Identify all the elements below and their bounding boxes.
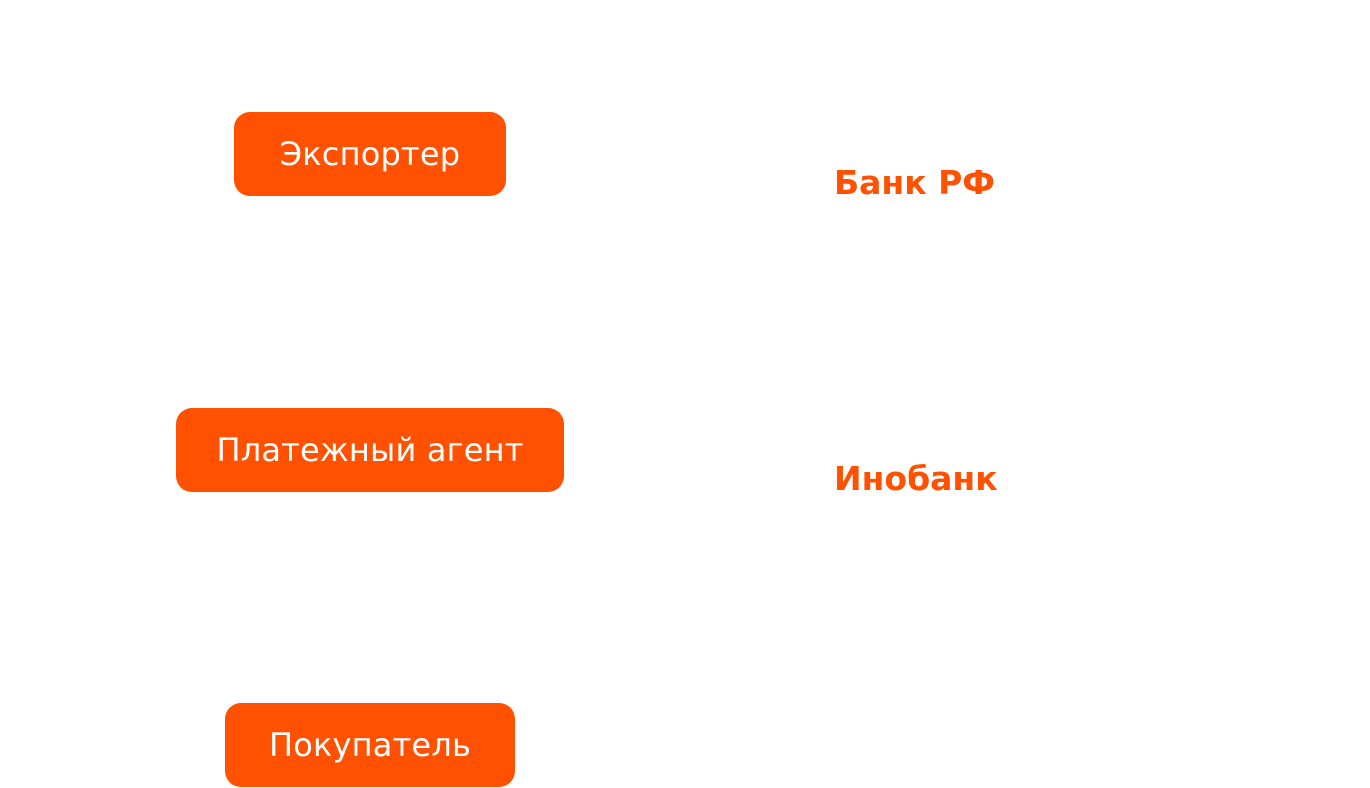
foreign-bank-label: Инобанк [834, 459, 998, 498]
buyer-node: Покупатель [225, 703, 515, 787]
russian-bank-label: Банк РФ [834, 163, 996, 202]
exporter-node: Экспортер [234, 112, 506, 196]
payment-agent-node: Платежный агент [176, 408, 564, 492]
